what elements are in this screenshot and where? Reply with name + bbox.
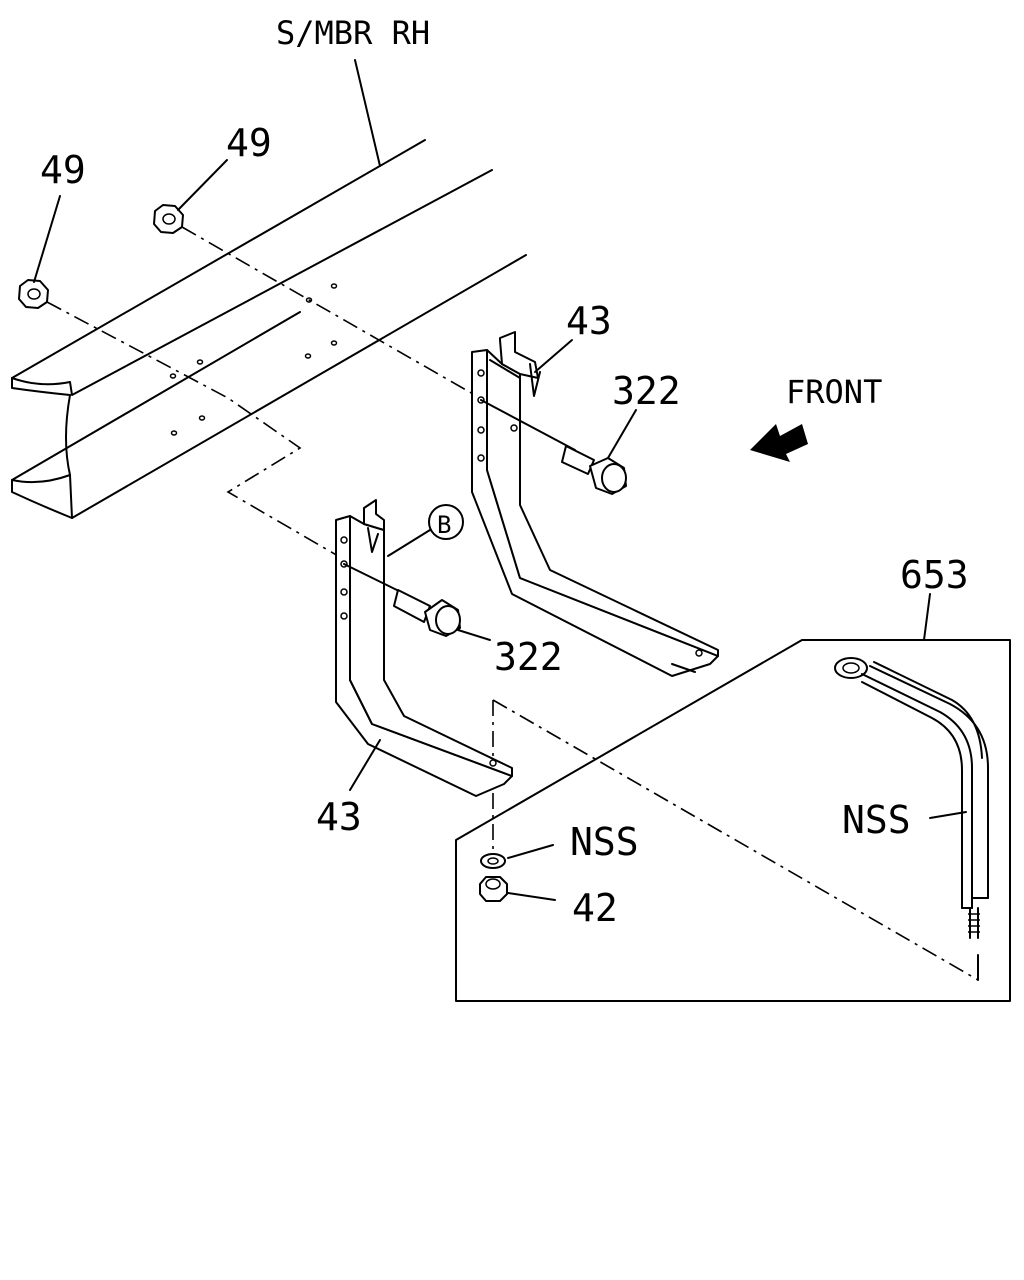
strap-kit-653-box [455,639,1011,1002]
callout-b-label: B [437,511,451,539]
bracket-43-rear [471,331,719,677]
part-labels: S/MBR RH 49 49 43 322 FRONT B 322 43 653… [40,14,969,930]
nut-49-left-label: 49 [40,148,86,192]
side-member-rail [11,139,527,519]
nss-strap-label: NSS [842,798,911,842]
strap-kit-653-label: 653 [900,553,969,597]
front-direction-arrow-icon [750,424,808,462]
bolt-322-front-label: 322 [494,635,563,679]
bolt-322-rear [480,399,627,495]
flange-nut-49-left [18,279,49,309]
front-label: FRONT [786,373,882,411]
bracket-43-front [335,499,513,797]
leader-lines [33,59,967,901]
bracket-43-front-label: 43 [316,795,362,839]
washer-nss [480,853,506,869]
bolt-322-rear-label: 322 [612,369,681,413]
frame-holes [169,283,338,436]
nut-42 [479,876,508,902]
side-member-label: S/MBR RH [276,14,430,52]
fuel-tank-strap-nss [834,657,989,981]
bracket-43-rear-label: 43 [566,299,612,343]
callout-circle-b [428,504,464,540]
nut-42-label: 42 [572,886,618,930]
nut-49-upper-label: 49 [226,121,272,165]
nss-washer-label: NSS [570,820,639,864]
bolt-322-front [343,563,461,637]
